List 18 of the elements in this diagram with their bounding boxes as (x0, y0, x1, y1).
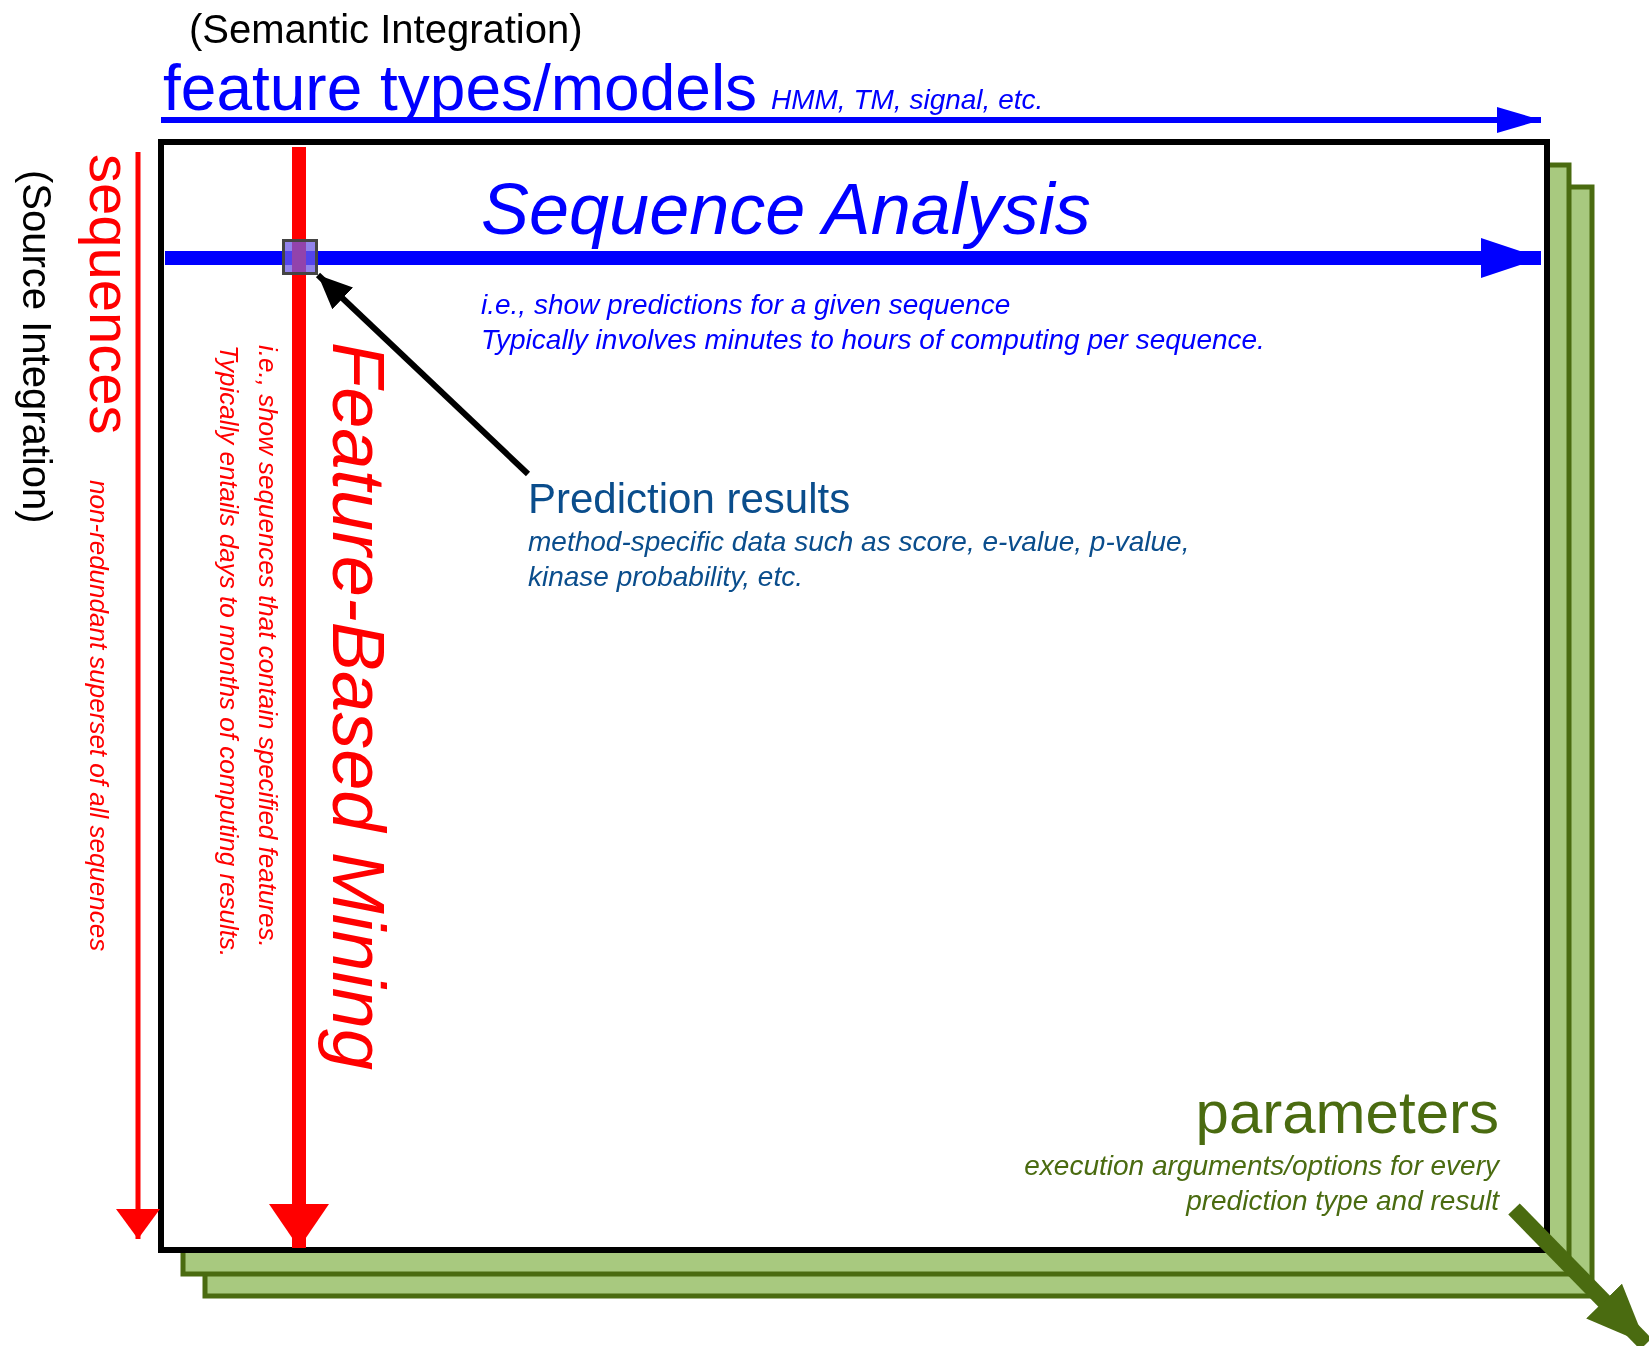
intersection-box (282, 239, 318, 275)
description-text: i.e., show predictions for a given sequence (481, 289, 1011, 322)
axis-caption: (Semantic Integration) (189, 6, 583, 52)
axis-note: non-redundant superset of all sequences (83, 480, 113, 952)
description-text: Typically entails days to months of computing results. (213, 345, 243, 958)
axis-title: feature types/models (163, 52, 758, 126)
axis-note: HMM, TM, signal, etc. (771, 84, 1044, 117)
description-text: i.e., show sequences that contain specified features. (252, 345, 282, 948)
axis-title: parameters (1195, 1078, 1499, 1147)
axis-note: execution arguments/options for every prediction type and result (1023, 1149, 1499, 1218)
node-heading: Prediction results (528, 474, 851, 524)
section-title: Sequence Analysis (481, 168, 1091, 251)
section-title: Feature-Based Mining (316, 342, 402, 1071)
description-text: Typically involves minutes to hours of computing per sequence. (481, 324, 1265, 357)
arrow (315, 272, 531, 477)
axis-caption: (Source Integration) (14, 170, 60, 524)
node-description: method-specific data such as score, e-value, p-value, kinase probability, etc. (528, 525, 1191, 595)
axis-title: sequences (76, 154, 143, 435)
